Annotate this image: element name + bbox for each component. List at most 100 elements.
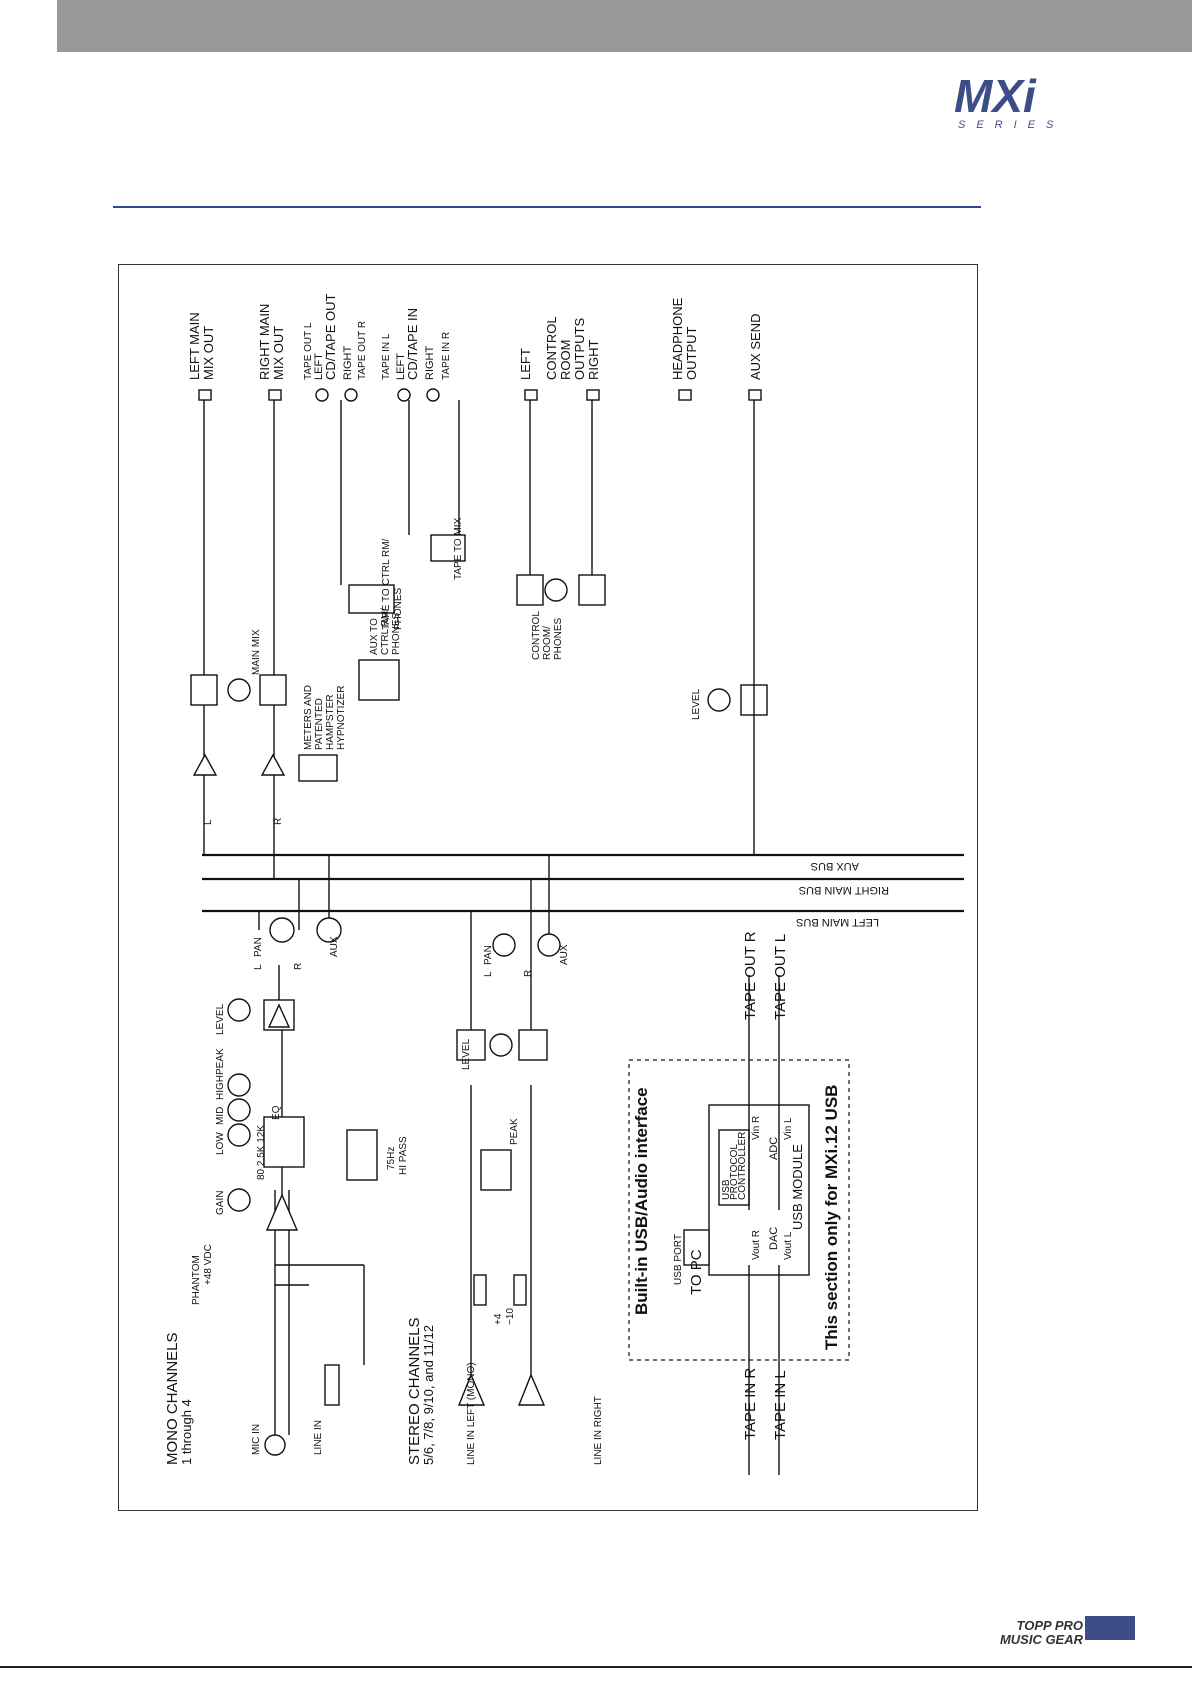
usb-tape-in-l-label: TAPE IN L [772,1370,789,1440]
cd-out-label: CD/TAPE OUT [323,294,338,380]
high-knob [227,1073,251,1097]
mono-channel-circuit [227,855,378,1456]
usb-controller-box [718,1129,750,1206]
cd-in-left-rca [397,388,411,402]
mic-in-label: MIC IN [251,1424,262,1455]
tape-out-l-label: TAPE OUT L [303,322,314,380]
plus4-label: +4 [493,1313,504,1325]
header-bar [57,0,1192,52]
vin-r-label: Vin R [751,1116,762,1140]
mono-l-label: L [253,964,264,970]
peak-label: PEAK [215,1048,226,1075]
right-main-label-2: MIX OUT [271,326,286,380]
low-knob [227,1123,251,1147]
main-mix-knob [227,678,251,702]
low-label: LOW [215,1132,226,1155]
tape-ctrl-label-2: PHONES [393,587,404,630]
mono-r-label: R [293,963,304,970]
aux-level-label: LEVEL [691,688,702,720]
stereo-peak-label: PEAK [509,1118,520,1145]
left-main-label-2: MIX OUT [201,326,216,380]
level-label: LEVEL [215,1003,226,1035]
tape-out-r-label: TAPE OUT R [357,321,368,380]
logo-sub-text: SERIES [958,119,1064,131]
vout-l-label: Vout L [783,1231,794,1260]
usb-tape-in-r-label: TAPE IN R [742,1368,759,1440]
stereo-l-label: L [483,971,494,977]
right-main-out-jack [268,389,282,401]
left-main-label-1: LEFT MAIN [187,312,202,380]
master-l-label: L [203,819,214,825]
usb-port-label: USB PORT [673,1234,684,1285]
cr-left-jack [524,389,538,401]
trim-plus4 [473,1274,487,1306]
headphone-label-2: OUTPUT [684,327,699,381]
master-r-amp [260,753,286,776]
logo-main-text: MXi [954,72,1037,122]
line-in-label: LINE IN [313,1420,324,1455]
aux-to-ctrl-switch [358,659,400,701]
stereo-subtitle: 5/6, 7/8, 9/10, and 11/12 [421,1325,436,1465]
stereo-input-amp-l [457,1373,486,1406]
phantom-label: PHANTOM [191,1255,202,1305]
tape-in-l-label: TAPE IN L [381,333,392,380]
meters-display [298,754,338,782]
mono-title: MONO CHANNELS [164,1332,181,1465]
to-pc-label: TO PC [688,1249,705,1295]
high-label: HIGH [215,1075,226,1100]
cr-output-label-1: CONTROL [544,316,559,380]
main-mix-amp-r [259,674,287,706]
meters-label-1: METERS AND [303,685,314,750]
aux-send-label: AUX SEND [748,314,763,380]
cd-in-right-rca [426,388,440,402]
mxi-series-logo: MXi SERIES [954,72,1064,131]
aux-ctrl-label-1: AUX TO [369,618,380,655]
level-knob [227,998,251,1022]
stereo-level-label: LEVEL [461,1038,472,1070]
footer-logo-line1: TOPP PRO [1017,1618,1083,1633]
eq-label: EQ [271,1105,282,1120]
pan-label: PAN [253,937,264,957]
tape-in-r-label: TAPE IN R [441,332,452,380]
headphone-jack [678,389,692,401]
main-mix-amp-l [190,674,218,706]
aux-label: AUX [329,936,340,957]
footer-accent-block [1085,1616,1135,1640]
vout-r-label: Vout R [751,1230,762,1260]
usb-port-box [683,1229,710,1266]
controller-label-3: CONTROLLER [737,1132,748,1200]
minus10-label: −10 [505,1308,516,1325]
cd-out-left-rca [315,388,329,402]
master-l-amp [192,753,218,776]
eq-block [263,1116,305,1168]
stereo-level-amp-r [518,1029,548,1061]
usb-title: Built-in USB/Audio interface [632,1087,651,1315]
controller-label-2: PROTOCOL [729,1144,740,1200]
topp-pro-logo: TOPP PRO MUSIC GEAR [1000,1618,1084,1647]
vin-l-label: Vin L [783,1117,794,1140]
line-in-right-label: LINE IN RIGHT [593,1396,604,1465]
control-room-amp-l [516,574,544,606]
cr-output-label-3: OUTPUTS [572,318,587,380]
cr-label-2: ROOM/ [542,626,553,660]
gain-knob [227,1188,251,1212]
mono-subtitle: 1 through 4 [179,1399,194,1465]
footer-rule [0,1666,1192,1668]
headphone-label-1: HEADPHONE [670,297,685,380]
line-in-left-label: LINE IN LEFT (MONO) [466,1362,477,1465]
stereo-pan-label: PAN [483,945,494,965]
gain-amp [265,1193,299,1231]
pan-knob [269,917,295,943]
cd-in-right-label: RIGHT [424,346,436,381]
cr-left-output-label: LEFT [518,348,533,380]
meters-label-3: HAMPSTER [325,694,336,750]
usb-note: This section only for MXi.12 USB [822,1085,841,1350]
cd-out-left-label: LEFT [313,353,325,380]
cr-output-label-2: ROOM [558,340,573,380]
meters-label-2: PATENTED [314,698,325,750]
xlr-jack [264,1434,286,1456]
stereo-title: STEREO CHANNELS [406,1317,423,1465]
meters-label-4: HYPNOTIZER [336,686,347,750]
aux-ctrl-label-3: PHONES [391,612,402,655]
right-main-bus-label: RIGHT MAIN BUS [799,884,889,896]
